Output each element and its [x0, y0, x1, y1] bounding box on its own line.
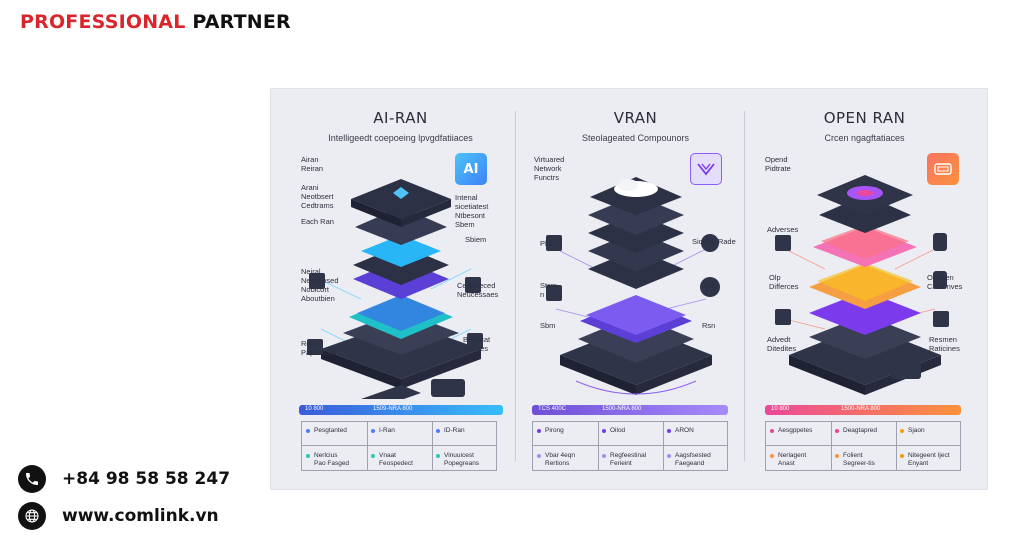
label-left-4: Advedt Ditedites: [767, 335, 797, 353]
label-right-2: Rb: [706, 281, 716, 290]
spec-bar-left: 10 800: [771, 406, 790, 412]
legend-cell: Regfeestinal Ferieint: [598, 447, 646, 471]
brand-title: PROFESSIONAL PARTNER: [20, 11, 291, 33]
label-left-2: Adverses: [767, 225, 799, 234]
legend-cell: Folient Segreer-tis: [831, 447, 875, 471]
label-left-2: Plan: [540, 239, 556, 248]
label-left-3: Stsm n: [540, 281, 558, 299]
label-right-2: Resmen Raticines: [929, 335, 960, 353]
open-ran-tower-illustration: [775, 175, 949, 395]
website-url[interactable]: www.comlink.vn: [62, 506, 219, 526]
legend-cell: Pesgtanted: [302, 422, 347, 446]
spec-bar-left: 10 800: [305, 406, 324, 412]
legend-cell: Aagsfsested Faegeand: [663, 447, 711, 471]
spec-bar-right: 1509-NRA 800: [373, 406, 413, 412]
legend-cell: Oilod: [598, 422, 625, 446]
spec-bar: [532, 405, 728, 415]
panel-title: AI-RAN: [373, 109, 428, 127]
legend-table: Pirong Oilod ARON Vbar 4eqn Rertions Reg…: [532, 421, 728, 471]
legend-cell: I-Ran: [367, 422, 395, 446]
label-left-4: Neiral Nestaiosed Nobicort Aboutbien: [301, 267, 339, 303]
panel-title: OPEN RAN: [823, 109, 906, 127]
label-right-3: Cedeeeced Neucessaes: [457, 281, 499, 299]
ran-infographic: AI-RAN Intelligeedt coepoeing lpvgdfatii…: [270, 88, 988, 490]
label-left-1: Virtuared Network Functrs: [534, 155, 565, 182]
label-left-5: Ren Papsecion: [301, 339, 337, 357]
legend-cell: Nerlagent Anast: [766, 447, 806, 471]
vnf-badge-icon: [690, 153, 722, 185]
label-left-2: Arani Neotbsert Cedtrams: [301, 183, 334, 210]
panel-subtitle: Steolageated Compounors: [581, 133, 690, 143]
legend-cell: Vnaat Feospedect: [367, 447, 413, 471]
spec-bar-right: 1500-NRA 800: [841, 406, 881, 412]
label-right-4: Besecat Raiioes: [463, 335, 491, 353]
legend-cell: ARON: [663, 422, 694, 446]
legend-cell: Vbar 4eqn Rertions: [533, 447, 575, 471]
phone-number[interactable]: +84 98 58 58 247: [62, 469, 231, 489]
contact-phone[interactable]: +84 98 58 58 247: [18, 465, 230, 493]
label-right-1: Sioent- Rade: [692, 237, 736, 246]
contact-website[interactable]: www.comlink.vn: [18, 502, 219, 530]
legend-table: Pesgtanted I-Ran ID-Ran Nerlcius Pao Fas…: [301, 421, 497, 471]
legend-cell: ID-Ran: [432, 422, 465, 446]
label-left-4: Sbm: [540, 321, 556, 330]
panel-ai-ran: AI-RAN Intelligeedt coepoeing lpvgdfatii…: [281, 89, 520, 489]
spec-bar-left: TCS 400C: [538, 406, 567, 412]
open-ran-badge-icon: [927, 153, 959, 185]
legend-table: Aesgppetes Deagtapred Sjaon Nerlagent An…: [765, 421, 961, 471]
spec-bar: [299, 405, 503, 415]
legend-cell: Deagtapred: [831, 422, 877, 446]
vran-tower-illustration: [546, 177, 720, 395]
panel-subtitle: Intelligeedt coepoeing lpvgdfatiiaces: [328, 133, 473, 143]
label-left-1: Opend Pidtrate: [765, 155, 791, 173]
label-right-3: Rsn: [702, 321, 716, 330]
legend-cell: Vinuuicest Popegreans: [432, 447, 479, 471]
phone-icon: [18, 465, 46, 493]
label-right-1: Intenal sicetiatest Ntbesont Sbem: [455, 193, 489, 229]
panel-vran: VRAN Steolageated Compounors: [516, 89, 755, 489]
legend-cell: Aesgppetes: [766, 422, 812, 446]
panel-subtitle: Crcen ngagftatiaces: [824, 133, 905, 143]
ai-ran-tower-illustration: [307, 179, 483, 399]
ai-badge-label: AI: [463, 161, 479, 177]
label-left-1: Airan Reiran: [301, 155, 324, 173]
ai-badge-icon: AI: [455, 153, 487, 185]
brand-part-1: PROFESSIONAL: [20, 11, 186, 33]
label-right-1: Oponen Catsenves: [927, 273, 963, 291]
panel-divider: [515, 111, 516, 461]
label-right-2: Sbiem: [465, 235, 487, 244]
panel-divider: [744, 111, 745, 461]
spec-bar-right: 1500-NRA 800: [602, 406, 642, 412]
legend-cell: Nerlcius Pao Fasged: [302, 447, 349, 471]
globe-icon: [18, 502, 46, 530]
brand-part-2: PARTNER: [192, 11, 291, 33]
panel-open-ran: OPEN RAN Crcen ngagftatiaces: [745, 89, 984, 489]
legend-cell: Pirong: [533, 422, 564, 446]
panel-title: VRAN: [613, 109, 658, 127]
legend-cell: Nitegeent Iject Enyant: [896, 447, 950, 471]
legend-cell: Sjaon: [896, 422, 925, 446]
label-left-3: Olp Differces: [769, 273, 799, 291]
label-left-3: Each Ran: [301, 217, 334, 226]
spec-bar: [765, 405, 961, 415]
